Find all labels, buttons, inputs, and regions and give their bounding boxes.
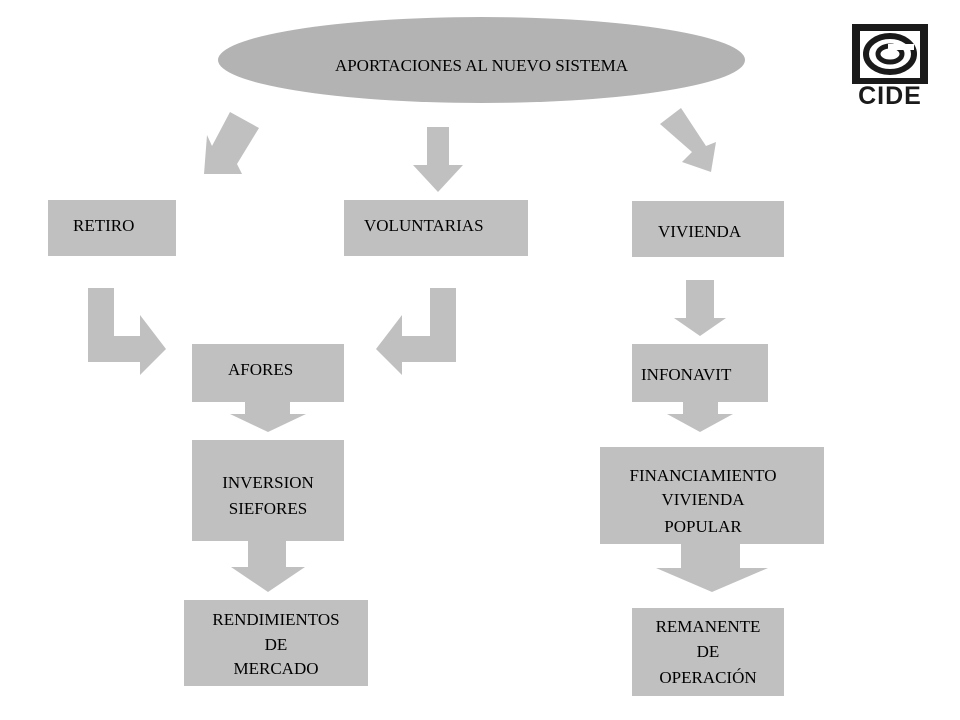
cide-logo: CIDE [849, 22, 931, 111]
node-rendimientos-line-3: MERCADO [233, 659, 319, 678]
node-inversion-siefores: INVERSION SIEFORES [192, 440, 344, 541]
node-voluntarias-label: VOLUNTARIAS [364, 216, 484, 235]
node-remanente: REMANENTE DE OPERACIÓN [632, 608, 784, 696]
node-vivienda-label: VIVIENDA [658, 222, 742, 241]
node-vivienda: VIVIENDA [632, 201, 784, 257]
arrow-to-vivienda [660, 108, 716, 172]
node-financiamiento: FINANCIAMIENTO VIVIENDA POPULAR [600, 447, 824, 544]
arrow-inversion-to-rendimientos [231, 541, 305, 592]
node-inversion-line-2: SIEFORES [228, 499, 308, 518]
node-infonavit-label: INFONAVIT [641, 365, 732, 384]
cide-emblem-icon [849, 22, 931, 111]
node-inversion-line-1: INVERSION [222, 473, 314, 492]
node-remanente-line-1: REMANENTE [655, 617, 761, 636]
arrow-voluntarias-to-afores [376, 288, 456, 375]
title-oval: APORTACIONES AL NUEVO SISTEMA [218, 17, 745, 103]
node-financiamiento-line-1: FINANCIAMIENTO [629, 466, 777, 485]
node-rendimientos-line-2: DE [264, 635, 288, 654]
node-financiamiento-line-2: VIVIENDA [661, 490, 745, 509]
node-retiro-label: RETIRO [73, 216, 135, 235]
node-voluntarias: VOLUNTARIAS [344, 200, 528, 256]
node-retiro: RETIRO [48, 200, 176, 256]
diagram-title: APORTACIONES AL NUEVO SISTEMA [334, 56, 629, 75]
node-rendimientos-line-1: RENDIMIENTOS [212, 610, 340, 629]
arrow-afores-to-inversion [230, 402, 306, 432]
arrow-infonavit-to-financiamiento [667, 402, 733, 432]
arrow-to-retiro [204, 112, 259, 174]
logo-text: CIDE [858, 82, 922, 110]
arrow-financiamiento-to-remanente [656, 544, 768, 592]
node-afores: AFORES [192, 344, 344, 402]
node-remanente-line-3: OPERACIÓN [659, 668, 757, 687]
arrow-to-voluntarias [413, 127, 463, 192]
node-rendimientos: RENDIMIENTOS DE MERCADO [184, 600, 368, 686]
node-remanente-line-2: DE [696, 642, 720, 661]
node-afores-label: AFORES [228, 360, 294, 379]
node-financiamiento-line-3: POPULAR [664, 517, 742, 536]
arrow-vivienda-to-infonavit [674, 280, 726, 336]
arrow-retiro-to-afores [88, 288, 166, 375]
node-infonavit: INFONAVIT [632, 344, 768, 402]
